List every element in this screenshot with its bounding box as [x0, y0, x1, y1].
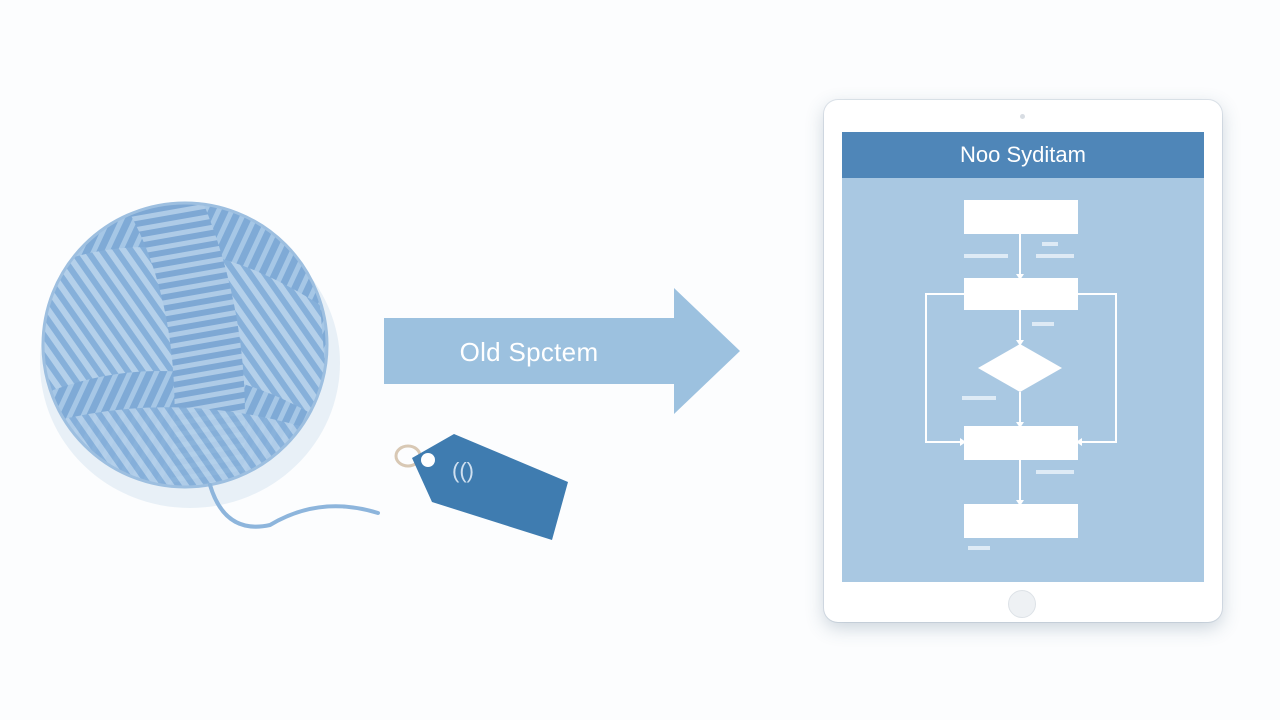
- price-tag-icon: ((): [394, 434, 568, 540]
- home-button: [1008, 590, 1036, 618]
- flow-step-2: [964, 278, 1078, 310]
- old-system-label: Old Spctem: [459, 336, 599, 367]
- flow-decision: [978, 344, 1062, 392]
- tablet-device-icon: Noo Syditam: [824, 100, 1222, 622]
- flow-step-3: [964, 426, 1078, 460]
- flowchart-icon: [925, 200, 1117, 550]
- tag-mark: ((): [452, 458, 474, 483]
- flow-step-4: [964, 504, 1078, 538]
- tablet-screen: Noo Syditam: [842, 132, 1204, 582]
- new-system-title: Noo Syditam: [842, 132, 1204, 178]
- camera-dot: [1020, 114, 1025, 119]
- right-arrow-icon: [384, 288, 740, 414]
- yarn-ball-icon: [40, 201, 380, 529]
- yarn-thread: [208, 483, 380, 529]
- flow-step-1: [964, 200, 1078, 234]
